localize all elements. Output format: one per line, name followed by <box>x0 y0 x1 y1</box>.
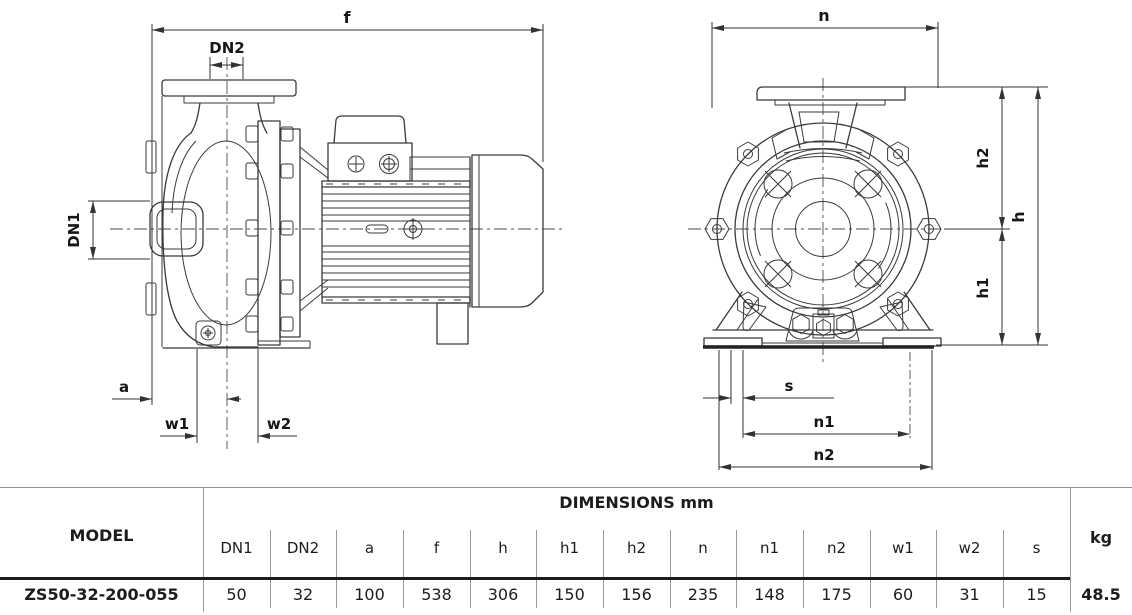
dim-value-cell: 15 <box>1026 584 1047 604</box>
model-column-header: MODEL <box>69 525 134 545</box>
dim-header-cell: DN2 <box>286 539 320 557</box>
front-view-drawing: n h2 h1 h s n1 n2 <box>688 6 1048 470</box>
dim-header-cell: s <box>1032 539 1041 557</box>
dim-header-cell: h <box>498 539 508 557</box>
bolt-hole-icon <box>763 169 883 289</box>
dim-header-cell: w2 <box>958 539 981 557</box>
dim-value-cell: 538 <box>421 584 452 604</box>
dim-value-cell: 175 <box>821 584 852 604</box>
table-heavy-rule <box>0 577 1070 580</box>
dim-label-h2: h2 <box>974 147 992 168</box>
dim-value-cell: 31 <box>959 584 980 604</box>
dim-label-n: n <box>818 6 829 25</box>
dim-value-cell: 50 <box>226 584 247 604</box>
dim-header-cell: n1 <box>759 539 780 557</box>
dim-label-h1: h1 <box>974 277 992 298</box>
dim-value-cell: 235 <box>687 584 719 604</box>
dim-header-cell: n2 <box>826 539 847 557</box>
motor-side-body <box>321 115 544 345</box>
dim-header-cell: f <box>433 539 440 557</box>
technical-drawing: f DN2 DN1 a w1 w2 <box>65 6 1048 470</box>
dim-value-cell: 100 <box>354 584 385 604</box>
dim-value-cell: 60 <box>892 584 914 604</box>
model-cell: ZS50-32-200-055 <box>24 584 179 604</box>
dim-label-w1: w1 <box>165 415 189 433</box>
table-top-border <box>0 487 1132 488</box>
dim-label-n1: n1 <box>813 413 834 431</box>
dim-header-cell: a <box>364 539 375 557</box>
dim-header-cell: n <box>698 539 708 557</box>
dim-label-n2: n2 <box>813 446 834 464</box>
dim-value-cell: 306 <box>487 584 519 604</box>
table-header-dimensions: DIMENSIONS mm <box>559 492 714 512</box>
dim-label-dn1: DN1 <box>65 212 83 247</box>
dim-label-dn2: DN2 <box>209 39 244 57</box>
dimensions-table: DIMENSIONS mm MODEL kg DN1 DN2 a f h h1 … <box>0 487 1132 615</box>
side-view-drawing: f DN2 DN1 a w1 w2 <box>65 8 566 449</box>
dim-header-cell: h1 <box>559 539 580 557</box>
dim-header-cell: w1 <box>892 539 914 557</box>
dim-header-cell: h2 <box>626 539 647 557</box>
table-separator <box>1070 488 1071 612</box>
pump-side-body <box>145 79 329 349</box>
dim-value-cell: 150 <box>554 584 585 604</box>
dim-header-cell: DN1 <box>220 539 253 557</box>
dim-label-w2: w2 <box>267 415 291 433</box>
dim-value-cell: 148 <box>754 584 785 604</box>
dim-value-cell: 156 <box>621 584 652 604</box>
kg-value-cell: 48.5 <box>1081 584 1121 604</box>
kg-column-header: kg <box>1089 527 1113 547</box>
dim-label-a: a <box>119 378 129 396</box>
table-separator <box>203 488 204 612</box>
pump-front-body <box>703 86 942 349</box>
dim-label-h: h <box>1009 211 1028 222</box>
dim-value-cell: 32 <box>292 584 314 604</box>
dim-label-f: f <box>344 8 352 27</box>
dim-label-s: s <box>785 377 794 395</box>
